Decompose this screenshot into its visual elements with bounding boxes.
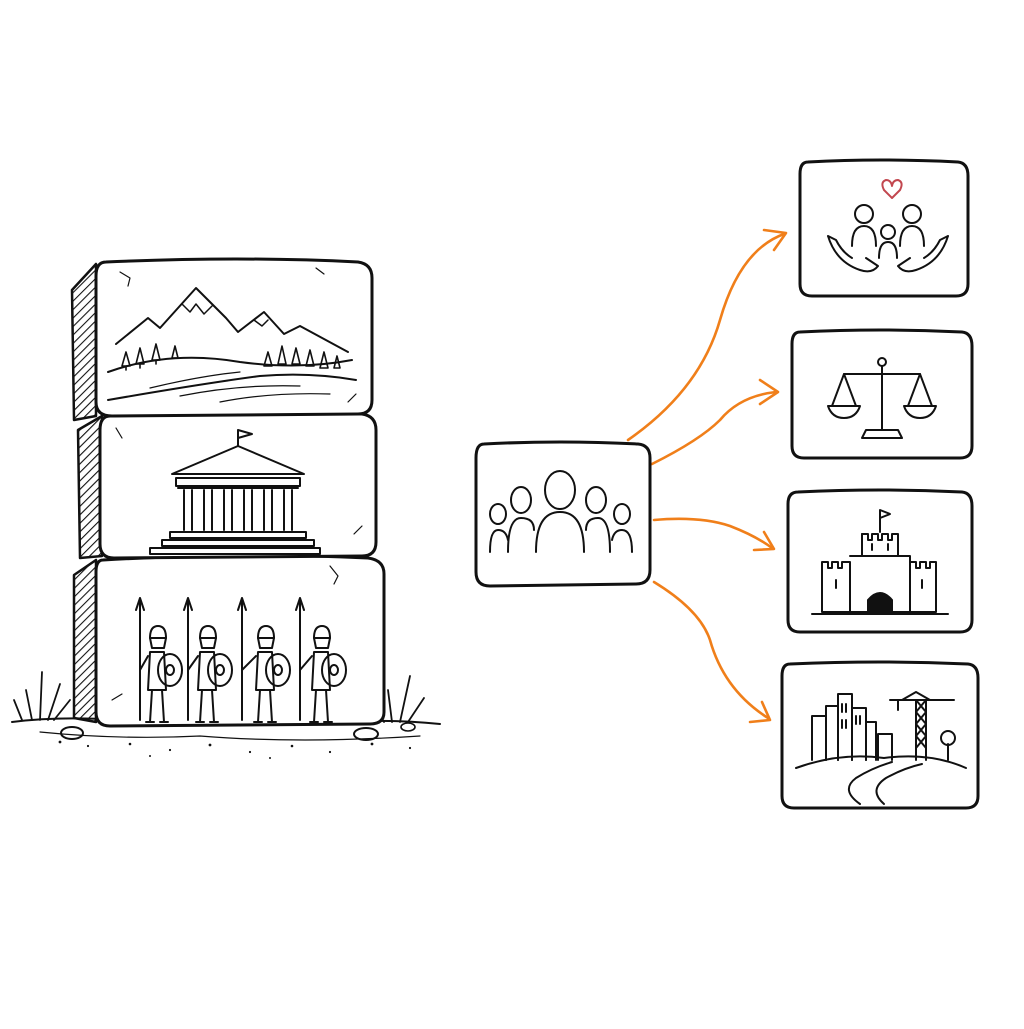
outcome-box-justice: [790, 328, 974, 460]
soldiers-with-spears-icon: [135, 597, 347, 723]
soldier: [295, 597, 347, 723]
soldier: [237, 597, 291, 723]
arrow-to-development: [652, 580, 772, 724]
people-group-icon: [489, 470, 633, 553]
family-care-hands-icon: [827, 179, 949, 273]
city-skyline-crane-icon: [795, 691, 967, 805]
soldier: [183, 597, 233, 723]
outcome-box-development: [780, 660, 980, 810]
arrow-to-community-care: [626, 228, 788, 442]
greek-temple-icon: [149, 429, 321, 555]
arrow-to-defense: [652, 517, 776, 552]
stone-block-landscape: [70, 257, 374, 422]
outcome-box-community-care: [798, 158, 970, 298]
scales-of-justice-icon: [827, 357, 937, 439]
arrow-to-justice: [650, 378, 780, 466]
arrows: [626, 228, 788, 724]
soldier: [135, 597, 183, 723]
castle-icon: [811, 509, 949, 615]
outcome-box-defense: [786, 488, 974, 634]
stone-block-military: [72, 553, 386, 728]
center-node: [474, 440, 652, 588]
mountains-landscape-icon: [107, 287, 357, 403]
